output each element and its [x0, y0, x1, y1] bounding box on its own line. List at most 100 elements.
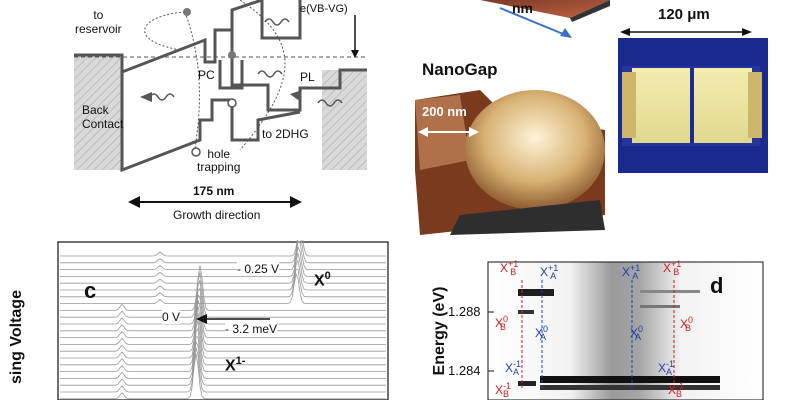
photon-wave-1: [264, 18, 290, 26]
recombination-path: [239, 0, 286, 151]
spectrum-trace: [60, 288, 386, 332]
exciton-label: X0B: [680, 314, 694, 334]
energy-map-svg: [487, 261, 764, 400]
pc-label: PC: [198, 68, 215, 82]
exciton-sup: 0: [638, 324, 644, 334]
photon-arrow-head: [140, 92, 152, 102]
spectrum-trace: [60, 347, 386, 393]
afm-edge: [450, 200, 605, 235]
exciton-sub: A: [632, 271, 639, 282]
gate-barrier: [260, 0, 302, 40]
right-faint-line-2: [640, 305, 680, 308]
right-electrode: [694, 68, 752, 143]
exciton-sub: B: [503, 389, 510, 400]
exciton-label: X+1A: [622, 262, 641, 282]
hole-dot-trapped: [191, 147, 201, 157]
distance-label: 175 nm: [193, 184, 235, 198]
nm-label: nm: [512, 0, 533, 16]
conduction-band-right: [230, 30, 367, 112]
spectrum-trace: [60, 300, 386, 345]
exciton-sup: +1: [671, 259, 682, 269]
growth-arrow-right-head: [290, 196, 302, 208]
exciton-sub: B: [673, 267, 680, 278]
spectrum-trace: [60, 241, 386, 270]
right-faint-line: [640, 290, 700, 293]
xb-minus-line-center: [540, 385, 720, 390]
voltage-025-label: - 0.25 V: [237, 262, 280, 276]
exciton-base: X: [630, 326, 639, 340]
exciton-base: X: [495, 316, 504, 330]
panel-c-spectra: c sing Voltage - 0.25 V X0 0 V - 3.2 meV…: [0, 240, 390, 400]
chip-corner-edge: [570, 0, 610, 22]
photon-wave-2: [149, 93, 175, 101]
chip-corner: [480, 0, 610, 18]
size-label: 120 μm: [658, 6, 710, 23]
spectrum-trace: [60, 320, 386, 366]
pl-arrow-head: [290, 90, 302, 100]
spectrum-trace: [60, 340, 386, 386]
exciton-base: X: [622, 265, 631, 279]
exciton-label: X0A: [630, 323, 644, 343]
left-pad: [622, 72, 636, 138]
right-pad: [748, 72, 762, 138]
spectrum-trace: [60, 268, 386, 298]
voltage-arrow-head: [351, 50, 359, 58]
nm-arrow: [499, 7, 569, 37]
exciton-sup: 0: [688, 315, 694, 325]
electron-dot-qd: [228, 51, 236, 59]
scale-arrow-right: [469, 127, 479, 137]
nm-arrow-head: [560, 28, 572, 38]
exciton-base: X: [680, 317, 689, 331]
x0-base: X: [314, 272, 325, 290]
valence-band: [120, 72, 301, 173]
spectrum-trace: [60, 272, 386, 318]
back-contact-region: [74, 55, 122, 170]
exciton-sup: -1: [513, 359, 522, 369]
to-reservoir-path: [144, 11, 186, 51]
exciton-sup: +1: [508, 259, 519, 269]
xa-minus-line: [540, 376, 720, 383]
exciton-label: X+1A: [540, 262, 559, 282]
tick-label-1288: 1.288: [448, 304, 481, 319]
exciton-sup: +1: [630, 263, 641, 273]
back-contact-label: Back Contact: [82, 103, 124, 131]
exciton-sup: -1: [503, 381, 512, 391]
hole-trapping-label: hole trapping: [197, 147, 241, 174]
xminus-sup: 1-: [235, 355, 246, 367]
shift-label: - 3.2 meV: [225, 322, 278, 336]
exciton-sub: A: [635, 332, 642, 343]
spectrum-trace: [60, 306, 386, 352]
x0-label: X0: [314, 270, 331, 290]
growth-arrow-left-head: [128, 196, 140, 208]
spectrum-trace: [60, 272, 386, 304]
exciton-label: X-1A: [658, 358, 674, 378]
spectrum-trace: [60, 265, 386, 311]
to-reservoir-label: to reservoir: [75, 8, 122, 36]
panel-c-letter: c: [84, 278, 97, 303]
exciton-sub: B: [685, 323, 692, 334]
panel-d-ylabel: Energy (eV): [431, 286, 448, 376]
exciton-label: X-1B: [495, 380, 512, 400]
growth-direction-label: Growth direction: [173, 208, 261, 222]
spectrum-trace: [60, 245, 386, 277]
exciton-label: X0A: [535, 323, 548, 343]
x0-sup: 0: [324, 270, 331, 282]
exciton-sup: -1: [676, 381, 685, 391]
size-arrow-left: [620, 28, 630, 36]
exciton-base: X: [540, 265, 549, 279]
shift-arrow-head: [196, 314, 207, 324]
exciton-sup: +1: [548, 263, 559, 273]
spectrum-trace: [60, 259, 386, 291]
spectra-svg: [57, 240, 389, 400]
exciton-base: X: [668, 383, 677, 397]
spectrum-trace: [60, 327, 386, 372]
panel-a-band-diagram: to reservoir e(VB-VG) PC PL Back Contact…: [0, 0, 400, 235]
size-arrow-right: [742, 28, 752, 36]
exciton-base: X: [663, 261, 672, 275]
xb-plus-line: [518, 289, 554, 296]
spectrum-trace: [60, 312, 386, 359]
spectra-frame: [57, 241, 389, 400]
device-images-svg: [415, 0, 768, 235]
to-2dhg-label: to 2DHG: [262, 127, 309, 141]
